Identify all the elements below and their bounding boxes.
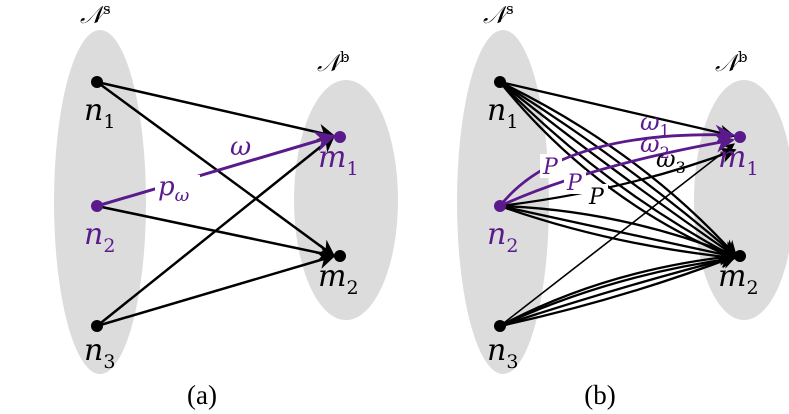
- label-n3: n3: [84, 333, 115, 373]
- label-m2: m2: [318, 259, 359, 299]
- P-label-3: P: [588, 185, 605, 210]
- node-n2: [91, 200, 103, 212]
- node-m2: [334, 250, 346, 262]
- base-set-label: 𝒩b: [715, 48, 748, 77]
- label-m1: m1: [718, 140, 759, 180]
- paths-purple: [498, 124, 735, 208]
- node-n3: [91, 320, 103, 332]
- panel-b: 𝒩s 𝒩b: [457, 0, 789, 410]
- P-label-2: P: [566, 171, 583, 196]
- source-set-label: 𝒩s: [80, 0, 111, 29]
- edge-n3-m1: [96, 134, 336, 327]
- path-label-bg: [155, 175, 200, 201]
- P-label-bg: [540, 154, 562, 178]
- caption-b: (b): [584, 380, 615, 410]
- path-omega: [96, 131, 337, 208]
- label-m1: m1: [318, 140, 359, 180]
- base-set-label: 𝒩b: [317, 48, 350, 77]
- source-set-label: 𝒩s: [483, 0, 514, 29]
- edges-n2: [499, 147, 738, 265]
- omega-label-3: ω3: [656, 145, 686, 177]
- node-n1: [494, 76, 506, 88]
- omega-label-1: ω1: [640, 108, 670, 140]
- node-n2: [494, 200, 506, 212]
- node-m1: [734, 131, 746, 143]
- edge-n1-m1: [96, 80, 336, 142]
- path-label-p-omega: pω: [158, 172, 190, 206]
- node-m2: [734, 250, 746, 262]
- P-label-bg: [564, 170, 586, 194]
- label-n2: n2: [84, 217, 115, 257]
- edge-n1-m2: [96, 80, 336, 258]
- edges-n3: [499, 143, 738, 328]
- label-n2: n2: [487, 217, 518, 257]
- omega-label-2: ω2: [640, 130, 670, 162]
- label-n1: n1: [487, 93, 518, 133]
- edge-n3-m2: [96, 252, 336, 328]
- label-m2: m2: [718, 259, 759, 299]
- node-n3: [494, 320, 506, 332]
- label-n3: n3: [487, 333, 518, 373]
- omega-label: ω: [230, 132, 251, 162]
- P-label-1: P: [542, 155, 559, 180]
- node-n1: [91, 76, 103, 88]
- caption-a: (a): [187, 380, 217, 410]
- label-n1: n1: [84, 93, 115, 133]
- panel-a: 𝒩s 𝒩b n1 n2 n3 m1 m: [54, 0, 398, 410]
- node-m1: [334, 131, 346, 143]
- P-label-bg: [586, 184, 608, 208]
